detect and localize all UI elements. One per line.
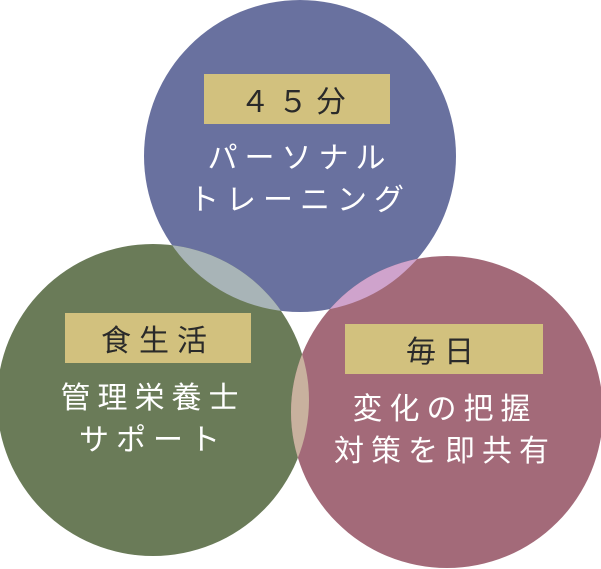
left-circle-line-2: サポート [79, 423, 227, 458]
left-circle-description: 管理栄養士 サポート [3, 378, 303, 462]
right-circle-description: 変化の把握 対策を即共有 [295, 389, 595, 473]
top-circle-description: パーソナル トレーニング [150, 138, 450, 222]
right-circle-tag: 毎日 [345, 324, 543, 374]
left-circle-tag: 食生活 [65, 313, 251, 363]
top-circle-line-2: トレーニング [189, 183, 411, 218]
right-circle-line-2: 対策を即共有 [334, 434, 556, 469]
top-circle-line-1: パーソナル [207, 141, 393, 176]
top-circle-tag: ４５分 [204, 74, 390, 124]
right-circle-line-1: 変化の把握 [352, 392, 538, 427]
left-circle-line-1: 管理栄養士 [60, 381, 246, 416]
